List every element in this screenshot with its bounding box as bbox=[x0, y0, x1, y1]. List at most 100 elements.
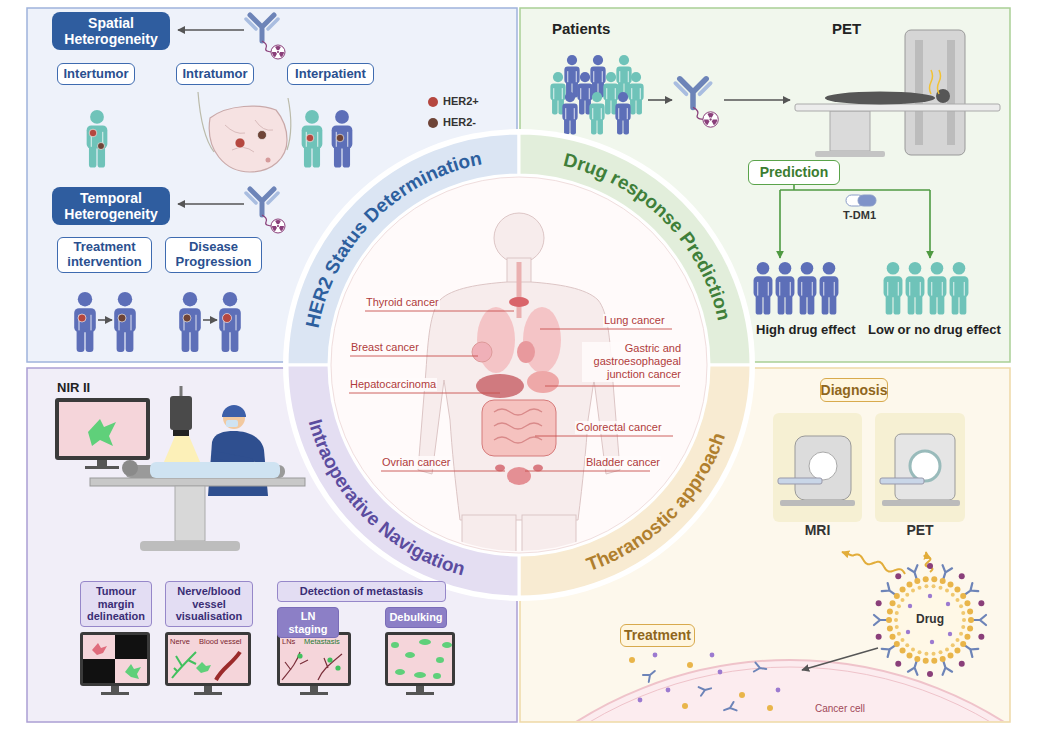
person-leg bbox=[126, 328, 134, 352]
trachea bbox=[517, 262, 522, 318]
organ-label: Breast cancer bbox=[350, 341, 420, 354]
organ-label: Thyroid cancer bbox=[365, 296, 440, 309]
arm-line bbox=[627, 108, 628, 119]
node-text: LN staging bbox=[282, 610, 334, 635]
lipid-head-inner bbox=[956, 598, 960, 602]
liposome-core bbox=[890, 580, 970, 660]
tumour-signal bbox=[442, 642, 452, 648]
tumour-signal bbox=[419, 639, 431, 645]
cancer-cell bbox=[521, 660, 1009, 721]
category-box: Interpatient bbox=[287, 63, 374, 85]
lipid-head-inner bbox=[956, 638, 960, 642]
person-leg bbox=[778, 294, 785, 315]
person-leg bbox=[117, 328, 125, 352]
radiation-blade bbox=[704, 120, 709, 126]
person-leg bbox=[552, 98, 558, 115]
antibody-light-chain bbox=[246, 193, 278, 203]
category-box: Intertumor bbox=[57, 63, 135, 85]
ring-title: Drug response Prediction bbox=[562, 149, 735, 322]
person-body bbox=[884, 276, 903, 297]
thyroid bbox=[509, 297, 529, 307]
person-head bbox=[183, 292, 197, 306]
person-head bbox=[223, 292, 237, 306]
drug-molecule bbox=[906, 630, 910, 634]
human-body bbox=[418, 213, 620, 565]
person-leg bbox=[916, 294, 923, 315]
person-figure bbox=[219, 292, 241, 352]
monitor-frame bbox=[55, 398, 150, 460]
bladder bbox=[507, 467, 531, 485]
lipid-head bbox=[890, 634, 896, 640]
small-antibody bbox=[699, 684, 713, 696]
arm-line bbox=[567, 71, 568, 82]
arm-line bbox=[589, 88, 590, 99]
breast bbox=[472, 342, 492, 362]
modality-panel bbox=[773, 413, 862, 522]
ring-title-path: Drug response Prediction bbox=[562, 149, 735, 322]
person-figure bbox=[928, 262, 947, 315]
lipid-head-inner bbox=[897, 604, 901, 608]
node-text: Spatial Heterogeneity bbox=[58, 15, 164, 47]
person-figure bbox=[884, 262, 903, 315]
application-box: Debulking bbox=[385, 607, 447, 628]
person-body bbox=[302, 126, 323, 149]
arrow-line bbox=[802, 648, 878, 670]
arm-line bbox=[920, 282, 921, 296]
person-head bbox=[757, 262, 770, 275]
arm-line bbox=[236, 315, 237, 331]
node-text: Nerve/blood vessel visualisation bbox=[170, 585, 248, 623]
person-head bbox=[618, 92, 628, 102]
lipid-head bbox=[931, 576, 937, 582]
lung bbox=[523, 307, 561, 373]
drug-molecule bbox=[946, 602, 950, 606]
arm-line bbox=[628, 71, 629, 82]
person-leg bbox=[630, 98, 636, 115]
monitor-base bbox=[85, 466, 119, 469]
lipid-head bbox=[914, 656, 920, 662]
lipid-head-inner bbox=[932, 584, 936, 588]
small-antibody bbox=[908, 659, 922, 674]
arm-line bbox=[196, 315, 197, 331]
radionuclide bbox=[959, 661, 965, 667]
arm-line bbox=[931, 282, 932, 296]
drug-molecule bbox=[638, 698, 643, 703]
small-antibody bbox=[908, 565, 922, 580]
person-body bbox=[114, 308, 136, 332]
arrow-line bbox=[98, 319, 112, 320]
tumour-signal bbox=[88, 419, 116, 446]
person-body bbox=[74, 308, 96, 332]
person-body bbox=[564, 66, 579, 83]
lipid-head-inner bbox=[911, 589, 915, 593]
header-box: Temporal Heterogeneity bbox=[52, 187, 170, 225]
tumour-signal bbox=[125, 664, 141, 679]
application-box: Detection of metastasis bbox=[277, 581, 446, 602]
outcome-label: Low or no drug effect bbox=[868, 322, 1001, 338]
lipid-head-inner bbox=[897, 632, 901, 636]
legend-swatch bbox=[428, 97, 438, 107]
person-figure bbox=[776, 262, 795, 315]
monitor-frame bbox=[385, 632, 455, 686]
leader-line bbox=[349, 393, 500, 394]
organ-label: Bladder cancer bbox=[585, 456, 661, 469]
person-leg bbox=[930, 294, 937, 315]
arm-line bbox=[812, 282, 813, 296]
monitor-frame bbox=[165, 632, 251, 686]
lipid-head-inner bbox=[905, 643, 909, 647]
antibody-light-chain bbox=[246, 19, 278, 29]
colon bbox=[482, 400, 556, 456]
organ-label: Colorectal cancer bbox=[575, 421, 663, 434]
cell-membrane bbox=[521, 660, 1009, 721]
person-leg bbox=[570, 118, 576, 135]
organ-label: Hepatocarcinoma bbox=[349, 378, 437, 391]
tumour-dot bbox=[89, 129, 97, 137]
blanket bbox=[150, 462, 280, 478]
person-head bbox=[580, 72, 590, 82]
lipid-head-inner bbox=[959, 604, 963, 608]
lipid-head-inner bbox=[924, 584, 928, 588]
person-head bbox=[801, 262, 814, 275]
lipid-head bbox=[967, 626, 973, 632]
lipid-head bbox=[964, 600, 970, 606]
lipid-head bbox=[940, 656, 946, 662]
tumour-signal bbox=[92, 643, 107, 655]
